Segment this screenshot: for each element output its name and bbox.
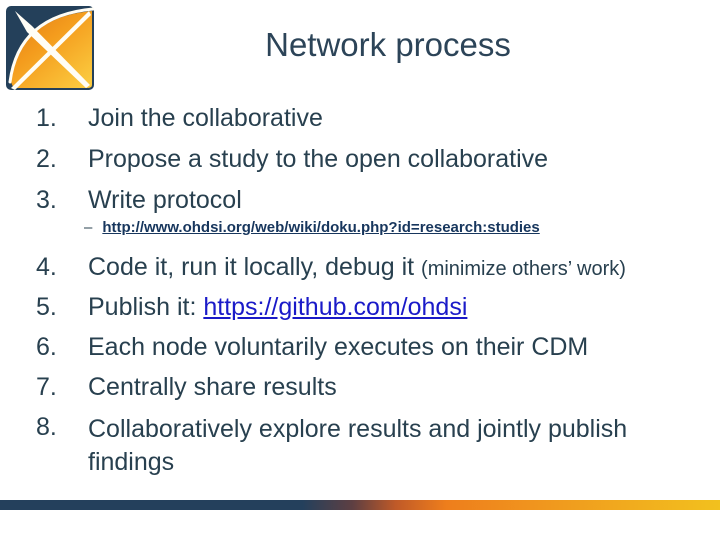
- list-item-number: 3.: [36, 186, 57, 214]
- list-item-1: 1. Join the collaborative: [36, 104, 323, 133]
- list-item-number: 7.: [36, 373, 57, 401]
- slide-title: Network process: [265, 26, 511, 63]
- list-item-number: 5.: [36, 293, 57, 321]
- list-item-6: 6. Each node voluntarily executes on thei…: [36, 333, 588, 362]
- list-item-8: 8. Collaboratively explore results and j…: [36, 413, 688, 479]
- list-item-2: 2. Propose a study to the open collaborat…: [36, 145, 548, 174]
- dash-bullet: –: [84, 219, 93, 236]
- list-item-note: (minimize others’ work): [421, 258, 626, 280]
- list-item-number: 8.: [36, 413, 57, 441]
- sub-bullet: –http://www.ohdsi.org/web/wiki/doku.php?…: [84, 219, 540, 236]
- list-item-text: Collaboratively explore results and join…: [88, 415, 628, 476]
- list-item-number: 6.: [36, 333, 57, 361]
- list-item-text: Publish it:: [88, 293, 204, 321]
- list-item-text: Code it, run it locally, debug it: [88, 253, 422, 281]
- ohdsi-logo: [6, 6, 94, 90]
- list-item-text: Centrally share results: [88, 373, 337, 401]
- list-item-5: 5. Publish it: https://github.com/ohdsi: [36, 293, 467, 322]
- list-item-text: Each node voluntarily executes on their …: [88, 333, 589, 361]
- list-item-3: 3. Write protocol: [36, 186, 242, 215]
- ohdsi-wiki-link[interactable]: http://www.ohdsi.org/web/wiki/doku.php?i…: [102, 219, 540, 236]
- footer-gradient-bar: [0, 500, 720, 510]
- list-item-number: 4.: [36, 253, 57, 281]
- github-link[interactable]: https://github.com/ohdsi: [203, 293, 468, 321]
- list-item-number: 1.: [36, 104, 57, 132]
- list-item-text: Write protocol: [88, 186, 242, 214]
- list-item-text: Propose a study to the open collaborativ…: [88, 145, 549, 173]
- list-item-number: 2.: [36, 145, 57, 173]
- list-item-4: 4. Code it, run it locally, debug it (min…: [36, 253, 626, 282]
- list-item-7: 7. Centrally share results: [36, 373, 337, 402]
- list-item-text: Join the collaborative: [88, 104, 323, 132]
